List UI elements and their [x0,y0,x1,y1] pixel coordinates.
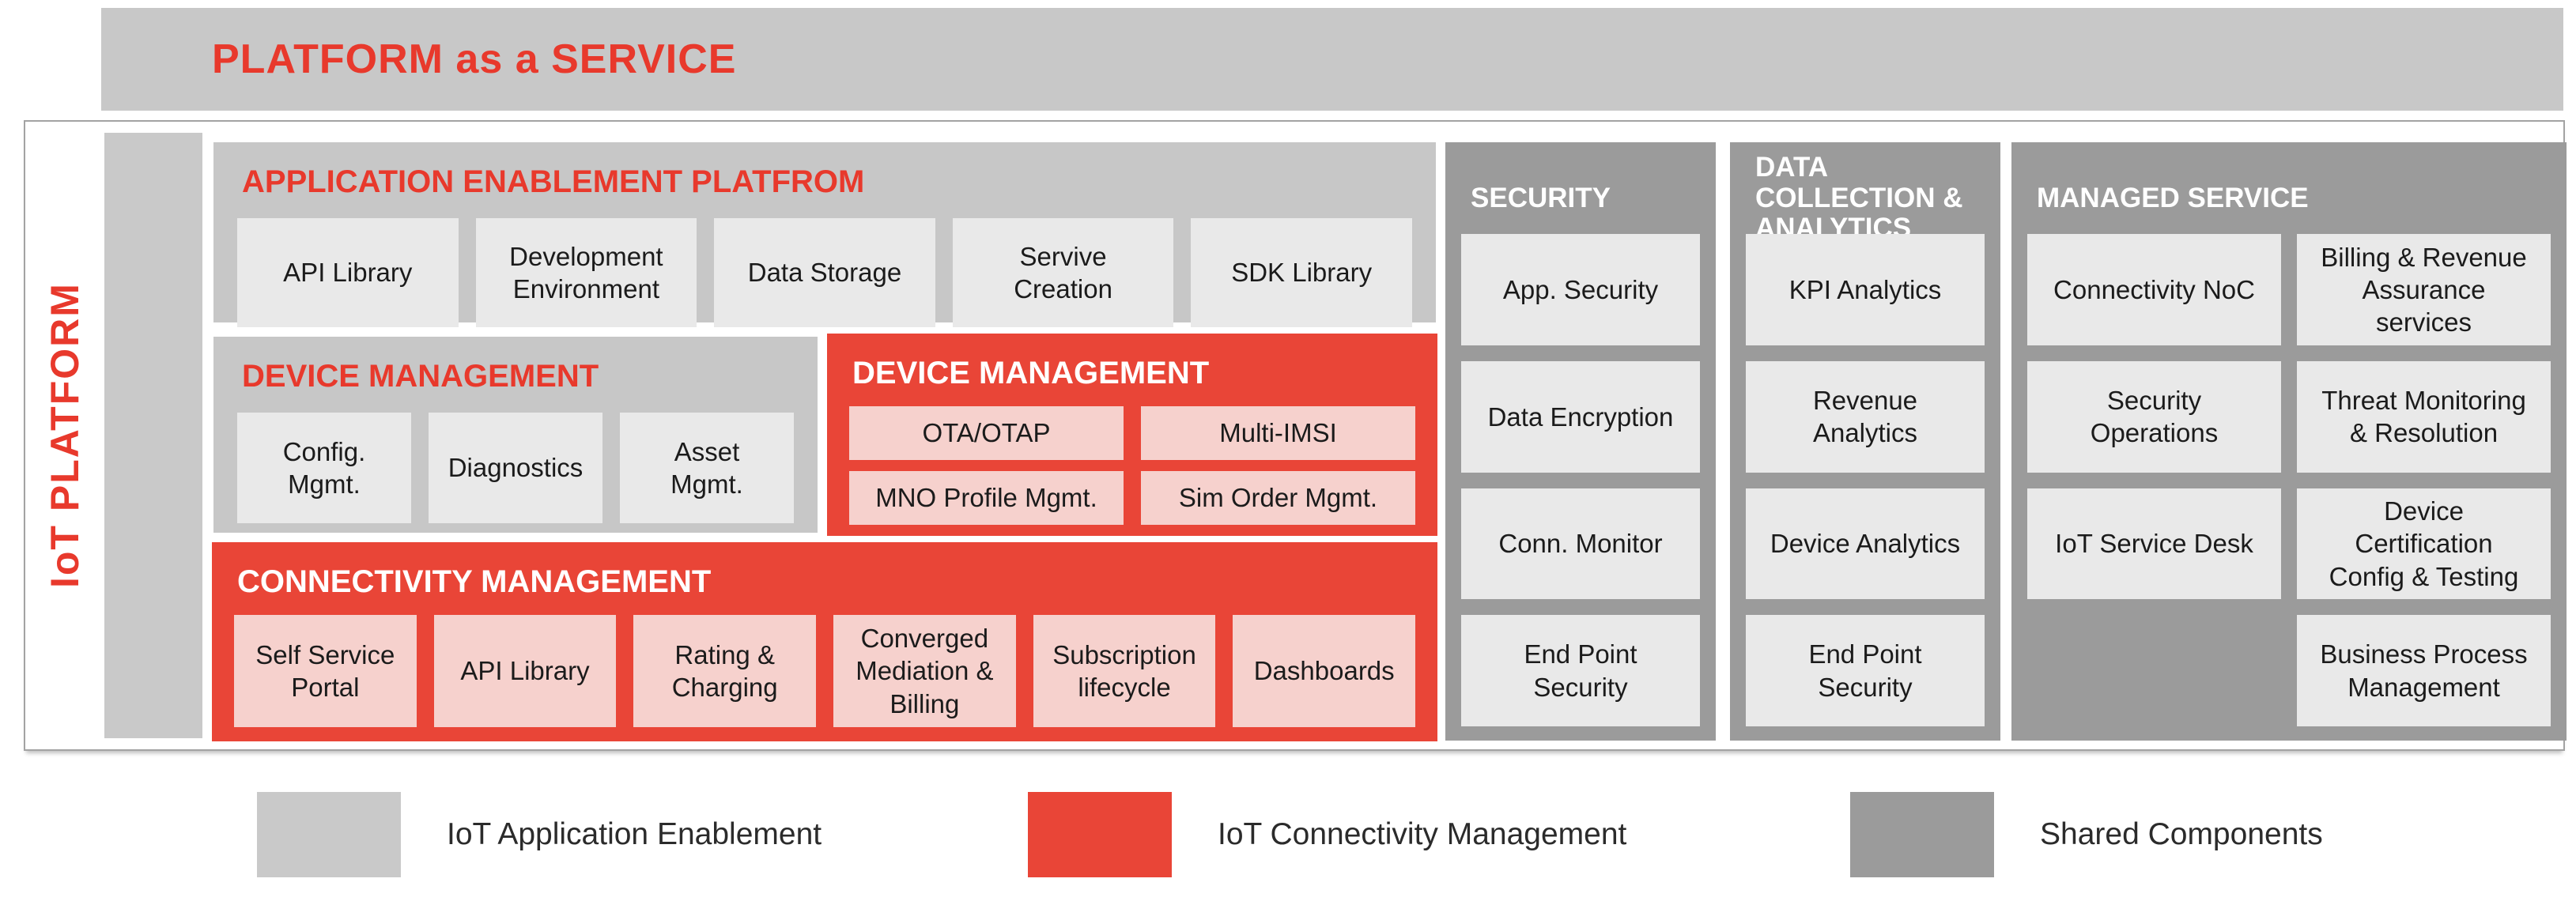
box-end-point-security: End Point Security [1461,615,1700,726]
box-mno-profile-mgmt: MNO Profile Mgmt. [849,471,1124,525]
legend-label-application-enablement: IoT Application Enablement [447,817,822,851]
box-threat-monitoring-resolution: Threat Monitoring & Resolution [2297,360,2551,473]
connectivity-management-boxes: Self Service Portal API Library Rating &… [234,615,1416,727]
section-device-management-enablement: DEVICE MANAGEMENT Config. Mgmt. Diagnost… [213,337,818,533]
application-enablement-boxes: API Library Development Environment Data… [237,218,1412,327]
box-sim-order-mgmt: Sim Order Mgmt. [1141,471,1415,525]
section-security: SECURITY App. Security Data Encryption C… [1445,142,1716,741]
section-title-connectivity-management: CONNECTIVITY MANAGEMENT [237,564,712,599]
legend-swatch-connectivity-management [1028,792,1172,877]
legend-swatch-shared-components [1850,792,1994,877]
box-subscription-lifecycle: Subscription lifecycle [1033,615,1216,727]
managed-service-boxes: Connectivity NoC Billing & Revenue Assur… [2027,234,2551,726]
box-self-service-portal: Self Service Portal [234,615,417,727]
box-converged-mediation-billing: Converged Mediation & Billing [833,615,1016,727]
section-managed-service: MANAGED SERVICE Connectivity NoC Billing… [2011,142,2567,741]
box-billing-revenue-assurance: Billing & Revenue Assurance services [2297,234,2551,345]
section-title-application-enablement: APPLICATION ENABLEMENT PLATFROM [242,164,865,199]
section-title-managed-service: MANAGED SERVICE [2037,182,2309,213]
iot-platform-frame: IoT PLATFORM APPLICATION ENABLEMENT PLAT… [24,120,2567,751]
iot-platform-label: IoT PLATFORM [43,282,87,589]
box-development-environment: Development Environment [475,218,697,327]
box-app-security: App. Security [1461,234,1700,345]
box-conn-monitor: Conn. Monitor [1461,488,1700,600]
box-security-operations: Security Operations [2027,360,2281,473]
box-connectivity-noc: Connectivity NoC [2027,234,2281,345]
section-title-data-collection-analytics: DATA COLLECTION & ANALYTICS [1755,152,1963,244]
box-revenue-analytics: Revenue Analytics [1746,360,1985,473]
box-dashboards: Dashboards [1233,615,1416,727]
box-iot-service-desk: IoT Service Desk [2027,488,2281,600]
box-device-certification-config-testing: Device Certification Config & Testing [2297,488,2551,600]
section-device-management-connectivity: DEVICE MANAGEMENT OTA/OTAP Multi-IMSI MN… [827,334,1437,536]
section-data-collection-analytics: DATA COLLECTION & ANALYTICS KPI Analytic… [1730,142,2000,741]
box-sdk-library: SDK Library [1191,218,1412,327]
box-ota-otap: OTA/OTAP [849,406,1124,460]
section-application-enablement: APPLICATION ENABLEMENT PLATFROM API Libr… [213,142,1436,327]
box-business-process-management: Business Process Management [2297,615,2551,726]
section-title-security: SECURITY [1471,182,1611,213]
legend-label-shared-components: Shared Components [2040,817,2323,851]
security-boxes: App. Security Data Encryption Conn. Moni… [1461,234,1700,726]
box-diagnostics: Diagnostics [429,413,602,523]
box-service-creation: Servive Creation [952,218,1174,327]
box-api-library-connectivity: API Library [433,615,617,727]
box-config-mgmt: Config. Mgmt. [237,413,411,523]
left-gray-strip [104,133,202,738]
box-rating-charging: Rating & Charging [633,615,817,727]
section-title-device-management-red: DEVICE MANAGEMENT [852,356,1210,390]
box-multi-imsi: Multi-IMSI [1141,406,1415,460]
device-management-gray-boxes: Config. Mgmt. Diagnostics Asset Mgmt. [237,413,794,523]
box-kpi-analytics: KPI Analytics [1746,234,1985,345]
data-collection-analytics-boxes: KPI Analytics Revenue Analytics Device A… [1746,234,1985,726]
legend-swatch-application-enablement [257,792,401,877]
box-asset-mgmt: Asset Mgmt. [620,413,794,523]
legend-label-connectivity-management: IoT Connectivity Management [1218,817,1627,851]
box-end-point-security-analytics: End Point Security [1746,615,1985,726]
paas-banner: PLATFORM as a SERVICE [101,8,2563,111]
paas-banner-title: PLATFORM as a SERVICE [212,36,737,82]
legend-item-shared-components: Shared Components [1850,792,2323,877]
legend-item-application-enablement: IoT Application Enablement [257,792,822,877]
box-device-analytics: Device Analytics [1746,488,1985,600]
box-data-encryption: Data Encryption [1461,360,1700,473]
box-api-library: API Library [237,218,459,327]
box-data-storage: Data Storage [714,218,935,327]
legend-item-connectivity-management: IoT Connectivity Management [1028,792,1626,877]
section-connectivity-management: CONNECTIVITY MANAGEMENT Self Service Por… [212,542,1437,741]
device-management-red-boxes: OTA/OTAP Multi-IMSI MNO Profile Mgmt. Si… [849,406,1415,525]
managed-service-empty-cell [2027,615,2281,726]
section-title-device-management-gray: DEVICE MANAGEMENT [242,359,599,394]
